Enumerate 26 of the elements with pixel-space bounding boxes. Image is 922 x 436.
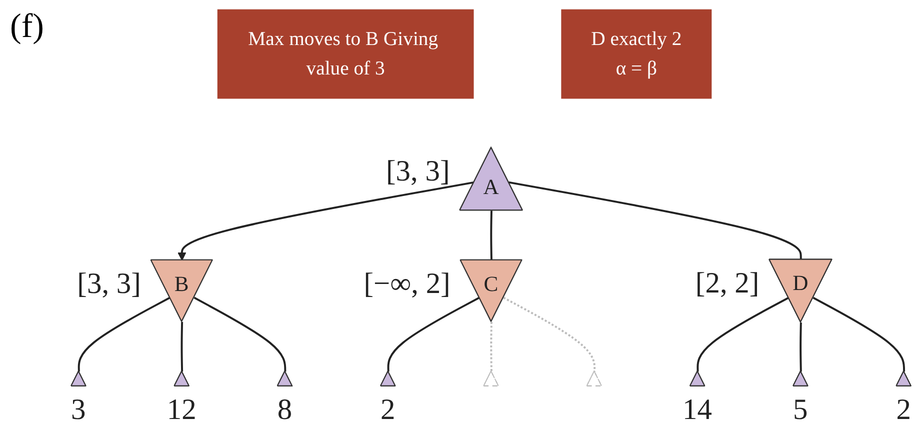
arrow	[178, 181, 474, 261]
connector	[800, 322, 802, 372]
alpha-beta-interval: [−∞, 2]	[364, 268, 450, 300]
connector	[180, 322, 184, 372]
leaf-value: 2	[896, 394, 911, 426]
leaf-value: 3	[71, 394, 86, 426]
leaf-value: 8	[277, 394, 292, 426]
connector	[503, 296, 596, 372]
panel-label: (f)	[10, 8, 44, 46]
alpha-beta-interval: [3, 3]	[386, 156, 450, 188]
connector	[696, 296, 790, 372]
connector	[194, 296, 286, 372]
connector	[490, 322, 492, 372]
node-box: Max moves to B Giving value of 3	[217, 9, 474, 99]
leaf-value: 5	[793, 394, 808, 426]
connector	[490, 210, 492, 260]
connector	[387, 296, 480, 372]
leaf-value: 2	[380, 394, 396, 426]
alpha-beta-interval: [2, 2]	[695, 268, 760, 300]
leaf-value: 14	[682, 394, 712, 426]
alpha-beta-interval: [3, 3]	[77, 268, 141, 300]
connector	[78, 296, 170, 372]
connector	[812, 296, 906, 372]
leaf-value: 12	[166, 394, 196, 426]
node-box: D exactly 2 α = β	[561, 9, 712, 99]
connector	[508, 181, 802, 260]
